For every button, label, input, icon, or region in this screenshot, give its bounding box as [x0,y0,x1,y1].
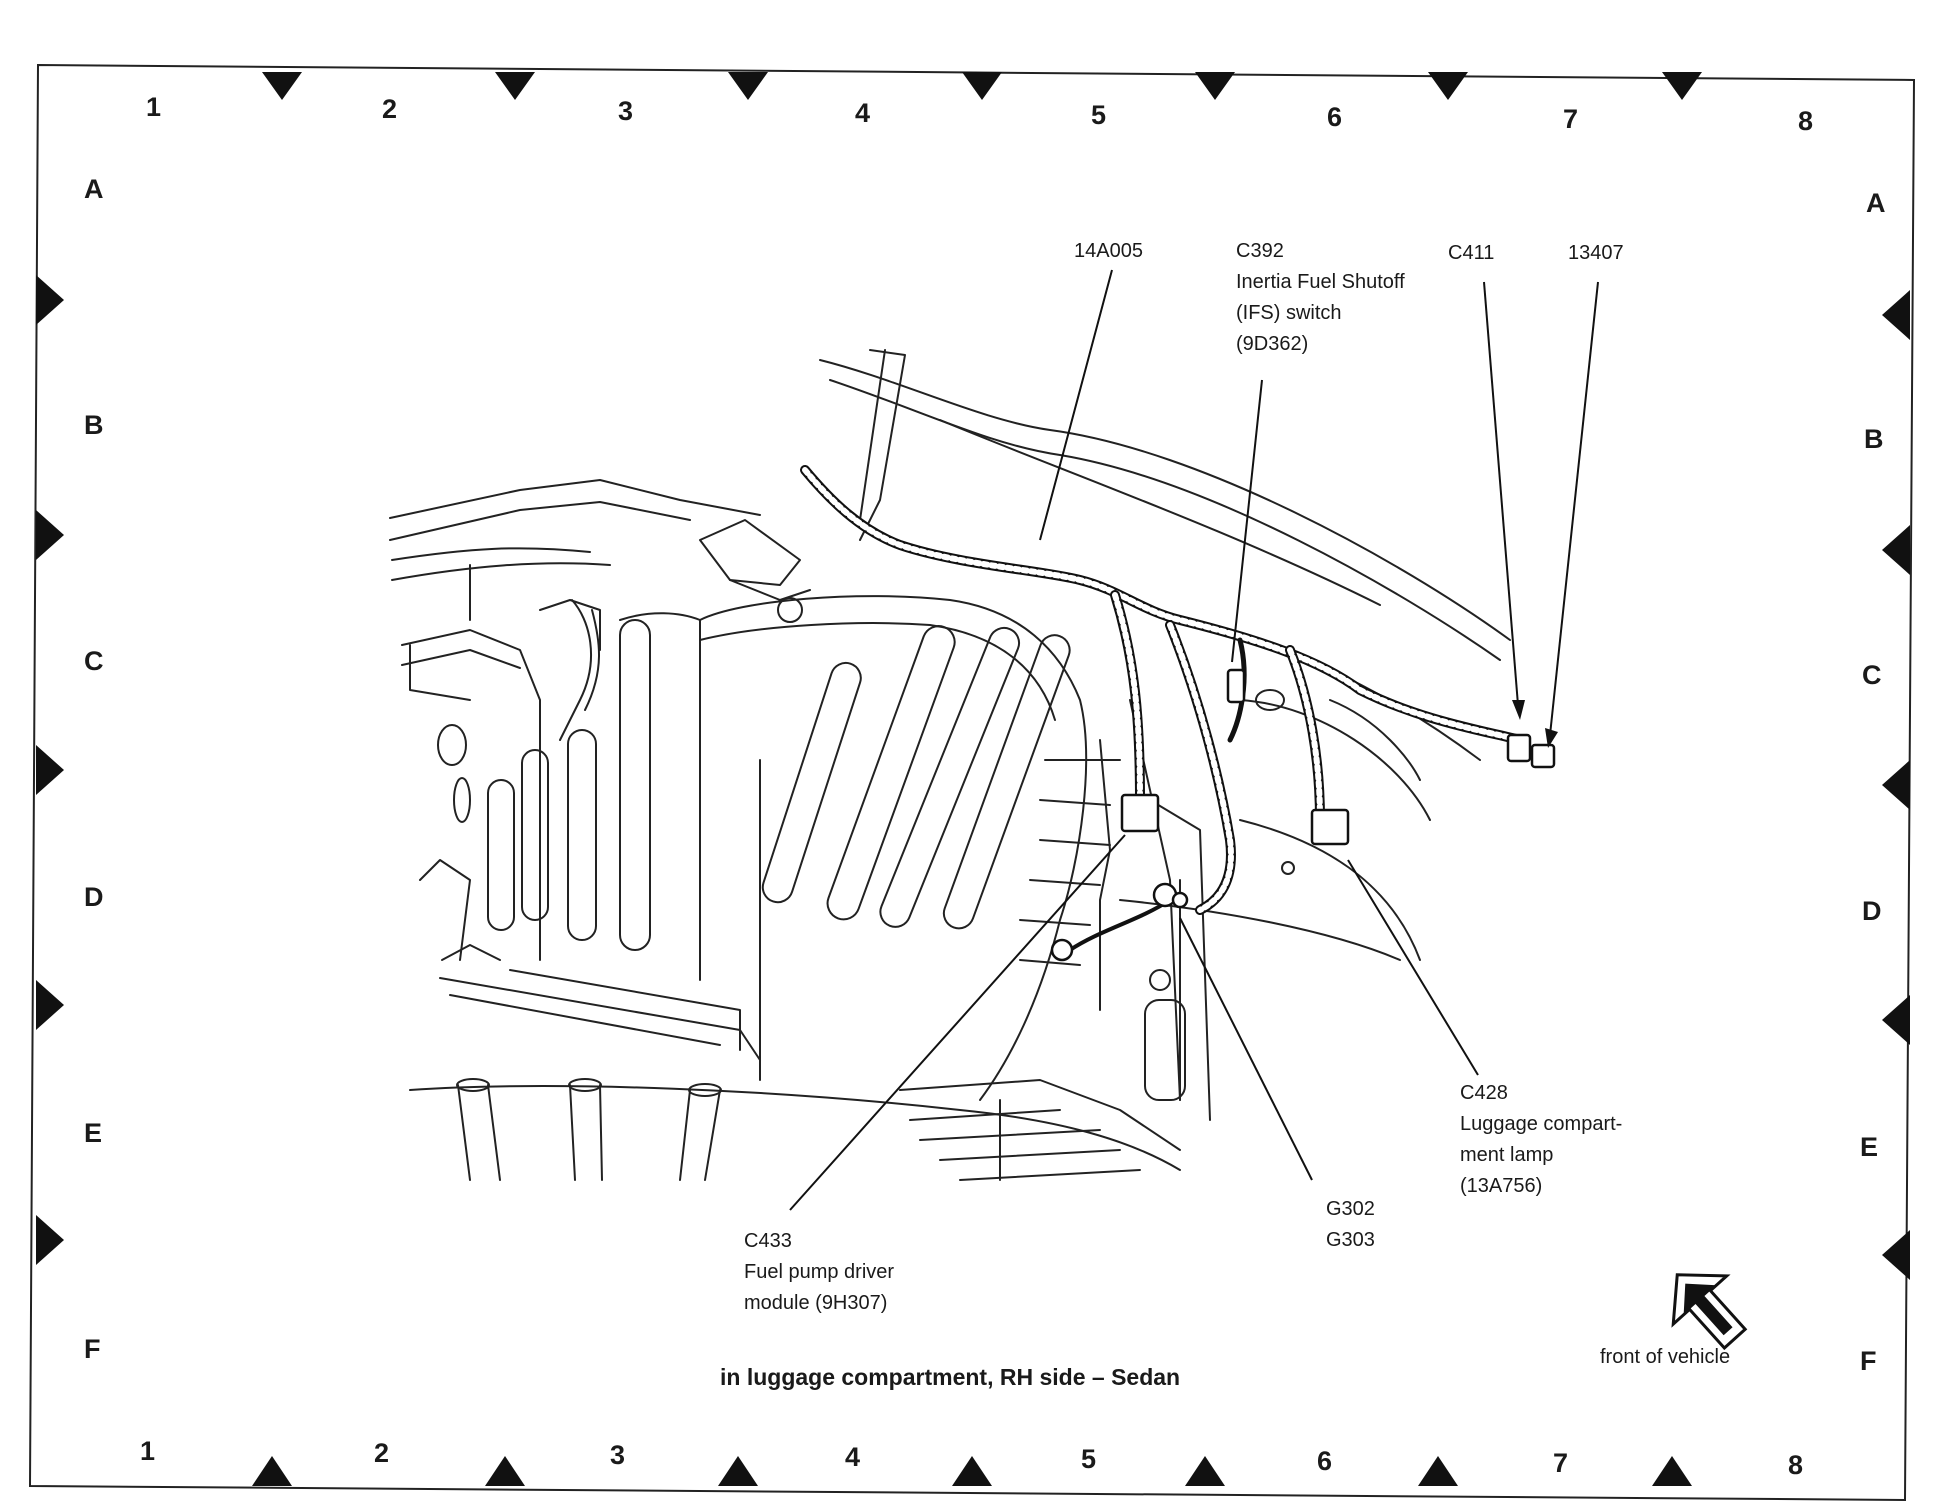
callout-13407-code: 13407 [1568,242,1624,264]
grid-top-5: 5 [1091,100,1107,130]
grid-right-a: A [1866,188,1886,218]
grid-bottom-8: 8 [1788,1450,1804,1480]
grid-right-e: E [1860,1132,1879,1162]
wiring-harness [800,465,1525,952]
callout-c433: C433 Fuel pump driver module (9H307) [744,1226,894,1319]
callout-13407: 13407 [1568,238,1624,269]
callout-g303-code: G303 [1326,1229,1375,1251]
top-zone-markers [262,72,1702,100]
grid-left-a: A [84,174,104,204]
callout-c433-desc-2: module (9H307) [744,1292,888,1314]
grid-bottom-1: 1 [140,1436,156,1466]
c428-connector [1310,808,1350,846]
grid-bottom-5: 5 [1081,1444,1097,1474]
left-zone-markers [36,275,64,1265]
front-arrow-icon [1671,1273,1748,1351]
leader-lines [789,269,1599,1211]
grid-right-d: D [1862,896,1882,926]
grid-top-2: 2 [382,94,398,124]
grid-bottom-3: 3 [610,1440,626,1470]
grid-left-f: F [84,1334,101,1364]
callout-c392-code: C392 [1236,240,1284,262]
grid-left-b: B [84,410,104,440]
callout-g302-g303: G302 G303 [1326,1194,1375,1256]
grid-left-e: E [84,1118,103,1148]
grid-bottom-6: 6 [1317,1446,1333,1476]
callout-14a005: 14A005 [1074,236,1143,267]
front-of-vehicle-label: front of vehicle [1600,1346,1731,1368]
trunk-line-art [389,349,1511,1181]
grid-top-6: 6 [1327,102,1343,132]
diagram-caption: in luggage compartment, RH side – Sedan [720,1364,1181,1390]
grid-right-c: C [1862,660,1882,690]
grid-bottom-7: 7 [1553,1448,1569,1478]
callout-c428-code: C428 [1460,1082,1508,1104]
grid-top-3: 3 [618,96,634,126]
callout-g302-code: G302 [1326,1198,1375,1220]
callout-c392-desc-1: Inertia Fuel Shutoff [1236,271,1405,293]
c411-connector [1506,733,1532,763]
grid-left-c: C [84,646,104,676]
grid-top-8: 8 [1798,106,1814,136]
callout-c411-code: C411 [1448,242,1495,264]
diagram-border [28,63,1916,1502]
grid-right-b: B [1864,424,1884,454]
grid-top-1: 1 [146,92,162,122]
grid-left-d: D [84,882,104,912]
callout-c411: C411 [1448,238,1494,269]
callout-c392: C392 Inertia Fuel Shutoff (IFS) switch (… [1236,236,1405,360]
grid-top-7: 7 [1563,104,1579,134]
callout-c392-desc-2: (IFS) switch [1236,302,1342,324]
callout-14a005-code: 14A005 [1074,240,1143,262]
callout-c428-desc-3: (13A756) [1460,1175,1543,1197]
grid-right-f: F [1860,1346,1877,1376]
callout-c433-code: C433 [744,1230,792,1252]
callout-c428-desc-1: Luggage compart- [1460,1113,1623,1135]
arrowheads [1512,700,1558,748]
ifs-switch [1226,668,1246,704]
bottom-zone-markers [252,1456,1692,1486]
connectors [1050,668,1556,962]
right-zone-markers [1882,290,1910,1280]
grid-top-4: 4 [855,98,871,128]
grid-bottom-2: 2 [374,1438,390,1468]
c433-connector [1120,793,1160,833]
13407-connector [1530,743,1556,769]
callout-c392-desc-3: (9D362) [1236,333,1309,355]
callout-c428: C428 Luggage compart- ment lamp (13A756) [1460,1078,1622,1202]
grid-bottom-4: 4 [845,1442,861,1472]
callout-c428-desc-2: ment lamp [1460,1144,1554,1166]
callout-c433-desc-1: Fuel pump driver [744,1261,895,1283]
